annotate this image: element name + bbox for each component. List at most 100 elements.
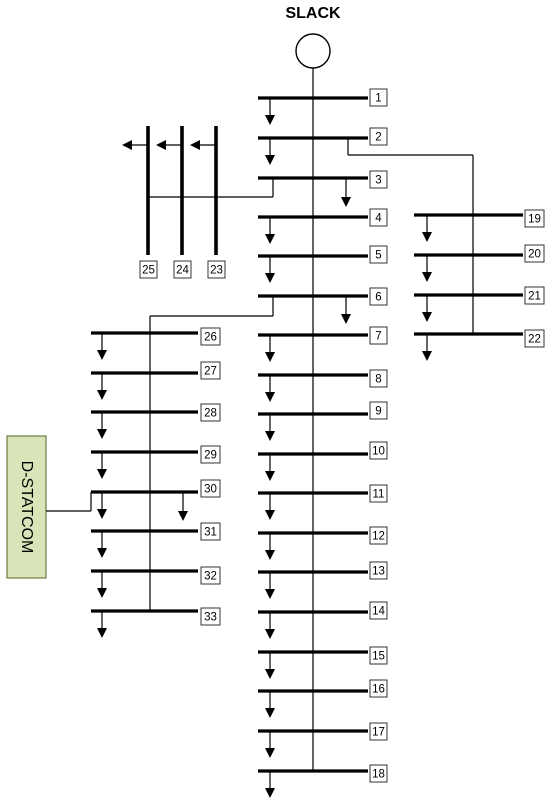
bus-label-26: 26 — [204, 332, 217, 344]
load-bus-1-arrow — [265, 115, 275, 125]
bus-label-29: 29 — [204, 450, 217, 462]
load-bus-8-arrow — [265, 392, 275, 402]
bus-label-24: 24 — [176, 265, 189, 277]
bus-label-box-22 — [524, 329, 545, 348]
bus-label-box-2 — [369, 127, 388, 146]
bus-label-box-20 — [524, 244, 545, 263]
bus-label-box-33 — [200, 607, 221, 626]
bus-label-box-12 — [369, 526, 388, 545]
d-statcom-box — [6, 435, 47, 579]
bus-label-3: 3 — [375, 175, 381, 187]
bus-label-box-13 — [369, 561, 388, 580]
bus-label-5: 5 — [375, 250, 381, 262]
bus-label-13: 13 — [372, 566, 385, 578]
load-bus-23-arrow — [190, 140, 200, 150]
load-bus-28-arrow — [97, 429, 107, 439]
d-statcom-label: D-STATCOM — [18, 461, 35, 554]
load-bus-18-arrow — [265, 788, 275, 798]
bus-label-box-5 — [369, 245, 388, 264]
slack-label: SLACK — [285, 5, 341, 22]
bus-label-17: 17 — [372, 727, 385, 739]
bus-label-box-14 — [369, 601, 388, 620]
bus-label-box-18 — [369, 764, 388, 783]
load-bus-6-arrow — [341, 314, 351, 324]
bus-label-2: 2 — [375, 132, 381, 144]
load-bus-25-arrow — [122, 140, 132, 150]
bus-label-25: 25 — [142, 265, 155, 277]
bus-label-box-23 — [207, 260, 226, 279]
load-bus-24-arrow — [156, 140, 166, 150]
bus-label-6: 6 — [375, 292, 381, 304]
bus-label-box-1 — [369, 88, 388, 107]
bus-label-7: 7 — [375, 331, 381, 343]
load-bus-32-arrow — [97, 588, 107, 598]
feeder-connectors — [46, 68, 474, 772]
bus-label-23: 23 — [210, 265, 223, 277]
load-bus-4-arrow — [265, 234, 275, 244]
bus-label-9: 9 — [375, 406, 381, 418]
load-bus-3-arrow — [341, 197, 351, 207]
bus-label-20: 20 — [528, 249, 541, 261]
load-bus-30-arrow — [97, 509, 107, 519]
buses — [91, 96, 523, 773]
slack-source-icon — [295, 33, 331, 69]
load-bus-14-arrow — [265, 629, 275, 639]
load-bus-29-arrow — [97, 469, 107, 479]
bus-label-10: 10 — [372, 446, 385, 458]
bus-label-1: 1 — [375, 93, 381, 105]
bus-label-32: 32 — [204, 571, 217, 583]
load-bus-11-arrow — [265, 510, 275, 520]
bus-label-box-21 — [524, 286, 545, 305]
bus-label-box-6 — [369, 287, 388, 306]
load-bus-21-arrow — [422, 312, 432, 322]
bus-label-box-25 — [139, 260, 158, 279]
bus-label-box-32 — [200, 566, 221, 585]
bus-label-8: 8 — [375, 374, 381, 386]
load-bus-13-arrow — [265, 589, 275, 599]
bus-label-31: 31 — [204, 527, 217, 539]
bus-label-box-28 — [200, 403, 221, 422]
bus-label-28: 28 — [204, 408, 217, 420]
bus-label-box-24 — [173, 260, 192, 279]
load-bus-26-arrow — [97, 350, 107, 360]
load-bus-33-arrow — [97, 628, 107, 638]
bus-label-33: 33 — [204, 612, 217, 624]
bus-label-19: 19 — [528, 214, 541, 226]
load-bus-12-arrow — [265, 550, 275, 560]
bus-label-box-7 — [369, 326, 388, 345]
bus-label-box-31 — [200, 522, 221, 541]
bus-label-box-15 — [369, 646, 388, 665]
bus-label-27: 27 — [204, 366, 217, 378]
load-bus-15-arrow — [265, 669, 275, 679]
load-bus-10-arrow — [265, 471, 275, 481]
bus-label-box-9 — [369, 401, 388, 420]
loads — [97, 98, 432, 798]
bus-label-box-26 — [200, 327, 221, 346]
bus-label-box-3 — [369, 170, 388, 189]
bus-label-18: 18 — [372, 769, 385, 781]
bus-label-11: 11 — [373, 489, 385, 501]
load-bus-9-arrow — [265, 431, 275, 441]
bus-label-21: 21 — [528, 291, 541, 303]
bus-label-box-19 — [524, 209, 545, 228]
load-bus-17-arrow — [265, 748, 275, 758]
bus-label-14: 14 — [372, 606, 385, 618]
bus-label-box-10 — [369, 441, 388, 460]
load-bus-2-arrow — [265, 155, 275, 165]
load-bus-5-arrow — [265, 273, 275, 283]
bus-label-box-27 — [200, 361, 221, 380]
bus-label-box-4 — [369, 208, 388, 227]
bus-label-box-11 — [369, 484, 388, 503]
bus-label-4: 4 — [375, 213, 382, 225]
bus-label-box-29 — [200, 445, 221, 464]
load-bus-22-arrow — [422, 351, 432, 361]
bus-label-box-30 — [200, 479, 221, 498]
bus-label-box-8 — [369, 369, 388, 388]
bus-label-12: 12 — [372, 531, 385, 543]
bus-label-15: 15 — [372, 651, 385, 663]
load-bus-16-arrow — [265, 708, 275, 718]
bus-label-22: 22 — [528, 334, 541, 346]
bus-label-16: 16 — [372, 684, 385, 696]
